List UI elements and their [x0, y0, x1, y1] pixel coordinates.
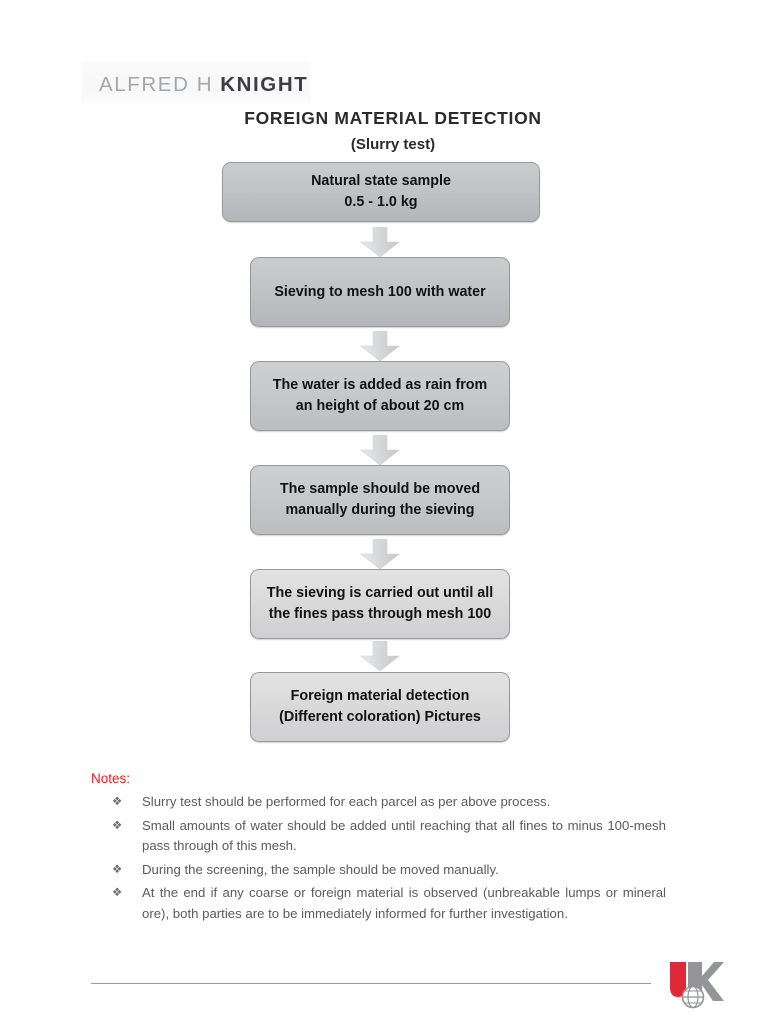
flow-step-6-line1: Foreign material detection: [290, 688, 470, 705]
flow-arrow-1: [358, 227, 402, 258]
flow-step-6-line2: (Different coloration) Pictures: [279, 709, 481, 725]
diamond-bullet-icon: ❖: [112, 863, 123, 876]
document-subtitle: (Slurry test): [0, 136, 768, 153]
flow-step-5-line2: the fines pass through mesh 100: [268, 606, 492, 622]
document-title: FOREIGN MATERIAL DETECTION: [0, 108, 768, 129]
flow-arrow-2: [358, 331, 402, 362]
document-title-text: FOREIGN MATERIAL DETECTION: [244, 108, 542, 128]
note-item-text: Slurry test should be performed for each…: [142, 794, 551, 809]
note-item: ❖ Small amounts of water should be added…: [110, 816, 666, 857]
flow-arrow-3: [358, 435, 402, 466]
note-item: ❖ At the end if any coarse or foreign ma…: [110, 883, 666, 924]
notes-list: ❖ Slurry test should be performed for ea…: [110, 792, 666, 927]
document-subtitle-text: (Slurry test): [350, 136, 436, 153]
note-item: ❖ During the screening, the sample shoul…: [110, 860, 666, 881]
brand-name-bold: KNIGHT: [220, 73, 309, 96]
flow-step-1-line2: 0.5 - 1.0 kg: [344, 194, 418, 210]
flow-step-1: Natural state sample 0.5 - 1.0 kg: [222, 162, 540, 222]
brand-wordmark: ALFRED H KNIGHT: [82, 73, 308, 97]
brand-name-light: ALFRED H: [99, 73, 214, 96]
flow-step-4-line1: The sample should be moved: [279, 481, 481, 498]
flow-step-5-line1: The sieving is carried out until all: [266, 585, 494, 602]
diamond-bullet-icon: ❖: [112, 819, 123, 832]
flow-arrow-4: [358, 539, 402, 570]
note-item-text: During the screening, the sample should …: [142, 861, 499, 877]
flow-step-1-line1: Natural state sample: [311, 173, 451, 190]
footer-divider: [91, 983, 651, 984]
brand-logo-block: ALFRED H KNIGHT: [82, 62, 310, 108]
note-item-text: At the end if any coarse or foreign mate…: [142, 885, 666, 921]
notes-heading: Notes:: [91, 771, 131, 786]
flow-step-6: Foreign material detection (Different co…: [250, 672, 510, 742]
flow-step-4: The sample should be moved manually duri…: [250, 465, 510, 535]
flow-step-3: The water is added as rain from an heigh…: [250, 361, 510, 431]
flow-step-3-line1: The water is added as rain from: [272, 377, 488, 394]
flow-step-2-line1: Sieving to mesh 100 with water: [274, 283, 486, 300]
diamond-bullet-icon: ❖: [112, 887, 123, 899]
process-flowchart: Natural state sample 0.5 - 1.0 kg Sievin…: [222, 162, 540, 742]
note-item-text: Small amounts of water should be added u…: [142, 817, 666, 854]
note-item: ❖ Slurry test should be performed for ea…: [110, 792, 666, 813]
flow-step-4-line2: manually during the sieving: [285, 502, 475, 518]
flow-step-5: The sieving is carried out until all the…: [250, 569, 510, 639]
ahk-k-globe-logo-icon: [664, 957, 726, 1011]
flow-arrow-5: [358, 641, 402, 672]
flow-step-3-line2: an height of about 20 cm: [295, 398, 465, 414]
diamond-bullet-icon: ❖: [112, 796, 123, 808]
flow-step-2: Sieving to mesh 100 with water: [250, 257, 510, 327]
